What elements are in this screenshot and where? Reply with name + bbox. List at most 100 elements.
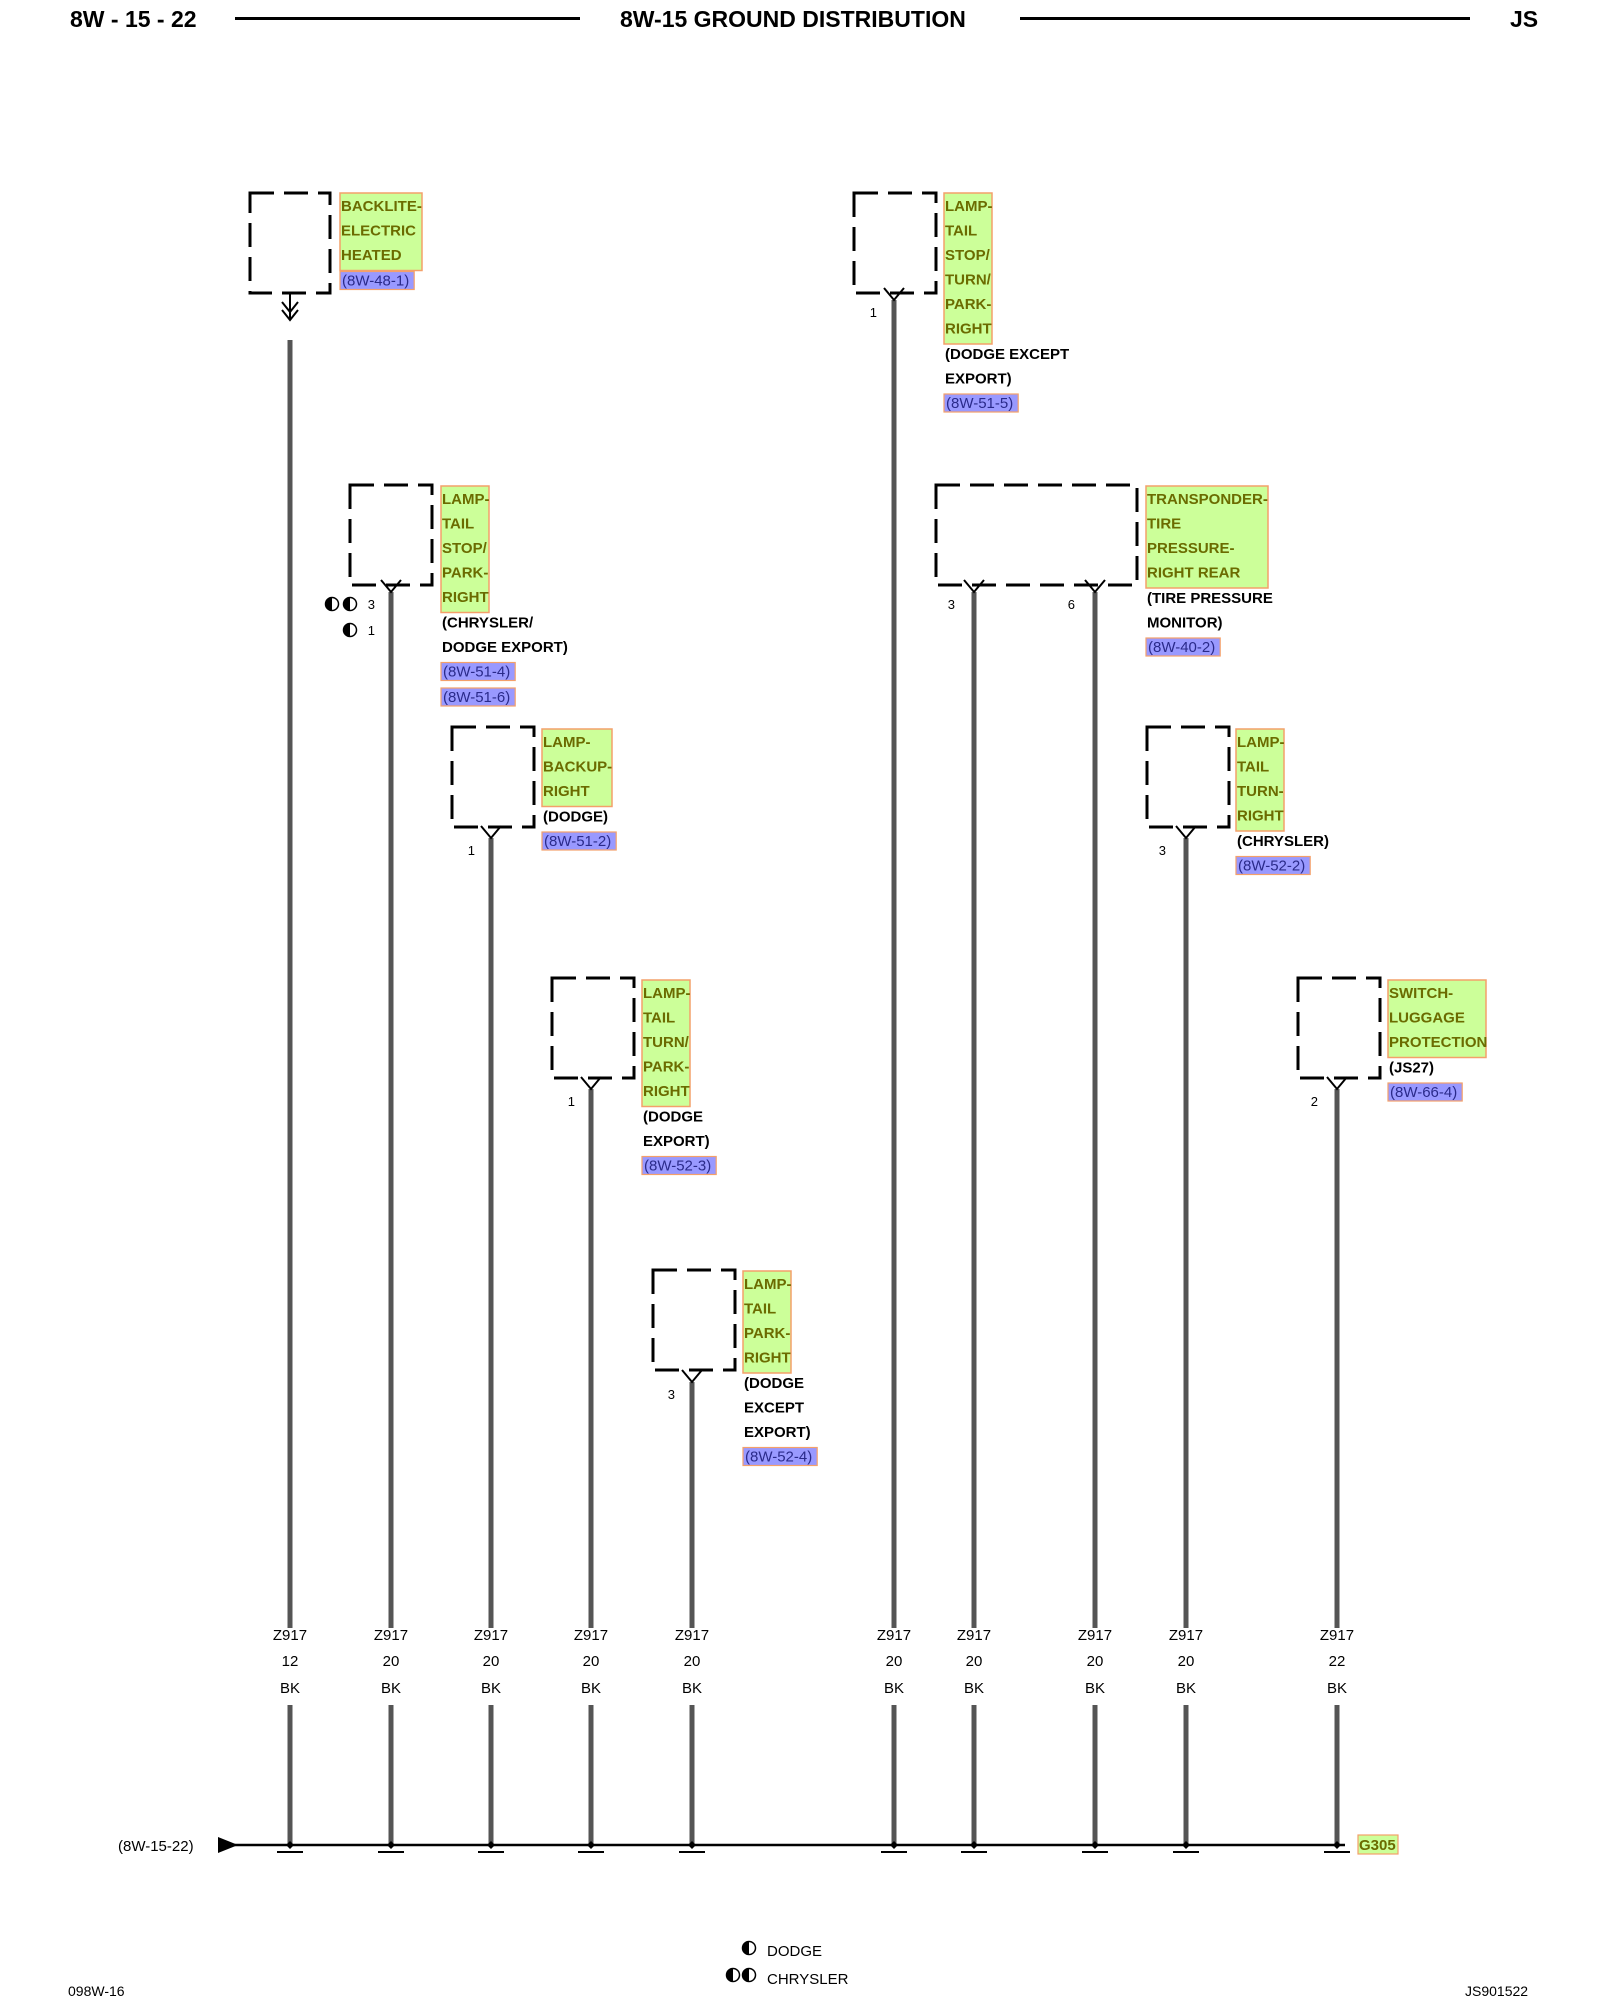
connector-pin-icon [480, 825, 502, 840]
component-name-line: LAMP- [1237, 734, 1285, 751]
connector-pin-icon [963, 579, 985, 594]
component-name-line: PARK- [442, 565, 488, 582]
component-label-box-lamp-stop-park-chrysler [440, 485, 490, 614]
section-ref-link: (8W-51-5) [946, 395, 1013, 412]
connector-pin-number: 6 [1068, 597, 1075, 612]
connector-pin-number: 3 [368, 597, 375, 612]
ground-bus-arrow-icon [218, 1837, 238, 1853]
component-name-line: SWITCH- [1389, 985, 1453, 1002]
section-ref-box [1387, 1082, 1463, 1102]
connector-pin-number: 3 [948, 597, 955, 612]
section-ref-box [541, 831, 617, 851]
legend-chrysler-label: CHRYSLER [767, 1971, 849, 1988]
component-note-line: EXPORT) [643, 1133, 710, 1150]
component-note-line: (TIRE PRESSURE [1147, 590, 1273, 607]
connector-pin-icon [380, 579, 402, 594]
component-name-line: ELECTRIC [341, 223, 416, 240]
component-name-line: LAMP- [744, 1276, 792, 1293]
wire-circuit-label: Z917 [675, 1627, 709, 1644]
component-name-line: TAIL [945, 223, 977, 240]
wire-color-label: BK [581, 1680, 601, 1697]
section-ref-box [440, 687, 516, 707]
component-box-switch-luggage [1296, 976, 1382, 1080]
component-name-line: PROTECTION [1389, 1034, 1487, 1051]
section-ref-box [943, 393, 1019, 413]
section-ref-box [742, 1446, 818, 1467]
component-name-line: TURN- [1237, 783, 1284, 800]
section-ref-link: (8W-51-2) [544, 833, 611, 850]
component-note-line: (DODGE [643, 1109, 703, 1126]
section-ref-link: (8W-40-2) [1148, 639, 1215, 656]
component-box-lamp-stop-turn-park [852, 191, 938, 295]
component-name-line: TIRE [1147, 516, 1181, 533]
component-note-line: EXPORT) [744, 1424, 811, 1441]
wire-gauge-label: 22 [1329, 1653, 1346, 1670]
wire-circuit-label: Z917 [574, 1627, 608, 1644]
component-label-box-transponder [1145, 485, 1269, 589]
wire-color-label: BK [1327, 1680, 1347, 1697]
wire-color-label: BK [682, 1680, 702, 1697]
ground-label-box [1357, 1834, 1399, 1855]
ground-point-label: G305 [1359, 1837, 1396, 1854]
connector-pin-number: 1 [870, 305, 877, 320]
component-label-box-lamp-backup [541, 728, 613, 808]
component-name-line: LUGGAGE [1389, 1010, 1465, 1027]
wire-gauge-label: 20 [684, 1653, 701, 1670]
component-name-line: LAMP- [543, 734, 591, 751]
wire-gauge-label: 20 [583, 1653, 600, 1670]
component-name-line: BACKLITE- [341, 198, 422, 215]
section-ref-box [1235, 855, 1311, 876]
component-label-box-lamp-turn-park-dodge [641, 979, 691, 1108]
vehicle-code: JS [1510, 6, 1539, 32]
section-ref-link: (8W-66-4) [1390, 1084, 1457, 1101]
component-name-line: TAIL [442, 516, 474, 533]
component-box-transponder [934, 483, 1139, 587]
connector-pin-number: 1 [368, 623, 375, 638]
option-half-fill [343, 597, 350, 611]
section-ref-link: (8W-51-6) [443, 689, 510, 706]
component-note-line: (CHRYSLER) [1237, 833, 1329, 850]
option-half-fill [742, 1941, 749, 1955]
wire-gauge-label: 20 [483, 1653, 500, 1670]
wire-circuit-label: Z917 [1078, 1627, 1112, 1644]
component-label-box-switch-luggage [1387, 979, 1487, 1059]
component-name-line: STOP/ [945, 247, 991, 264]
wire-gauge-label: 20 [886, 1653, 903, 1670]
component-note-line: EXPORT) [945, 371, 1012, 388]
page-number: 8W - 15 - 22 [70, 6, 197, 32]
wire-circuit-label: Z917 [273, 1627, 307, 1644]
component-note-line: (DODGE) [543, 809, 608, 826]
wire-gauge-label: 12 [282, 1653, 299, 1670]
ground-bus-ref: (8W-15-22) [118, 1838, 194, 1855]
component-name-line: RIGHT [543, 783, 590, 800]
component-label-box-lamp-turn-chrysler [1235, 728, 1285, 832]
wire-color-label: BK [884, 1680, 904, 1697]
component-note-line: (CHRYSLER/ [442, 615, 534, 632]
option-half-fill [726, 1968, 733, 1982]
option-half-fill [343, 623, 350, 637]
wire-circuit-label: Z917 [957, 1627, 991, 1644]
connector-pin-number: 3 [1159, 843, 1166, 858]
component-name-line: RIGHT [442, 589, 489, 606]
option-half-fill [325, 597, 332, 611]
wire-color-label: BK [381, 1680, 401, 1697]
connector-pin-number: 2 [1311, 1094, 1318, 1109]
wire-gauge-label: 20 [1178, 1653, 1195, 1670]
component-name-line: PARK- [744, 1325, 790, 1342]
component-box-lamp-park [651, 1268, 737, 1372]
wire-color-label: BK [964, 1680, 984, 1697]
component-note-line: (JS27) [1389, 1060, 1434, 1077]
connector-pin-icon [1175, 825, 1197, 840]
component-name-line: PARK- [945, 296, 991, 313]
section-ref-link: (8W-52-3) [644, 1158, 711, 1175]
connector-pin-icon [580, 1076, 602, 1091]
wire-circuit-label: Z917 [1169, 1627, 1203, 1644]
connector-pin-number: 3 [668, 1387, 675, 1402]
wire-gauge-label: 20 [966, 1653, 983, 1670]
page-title: 8W-15 GROUND DISTRIBUTION [620, 6, 966, 32]
component-note-line: (DODGE [744, 1375, 804, 1392]
component-label-box-backlite [339, 192, 423, 272]
component-name-line: LAMP- [945, 198, 993, 215]
connector-pin-icon [883, 287, 905, 302]
